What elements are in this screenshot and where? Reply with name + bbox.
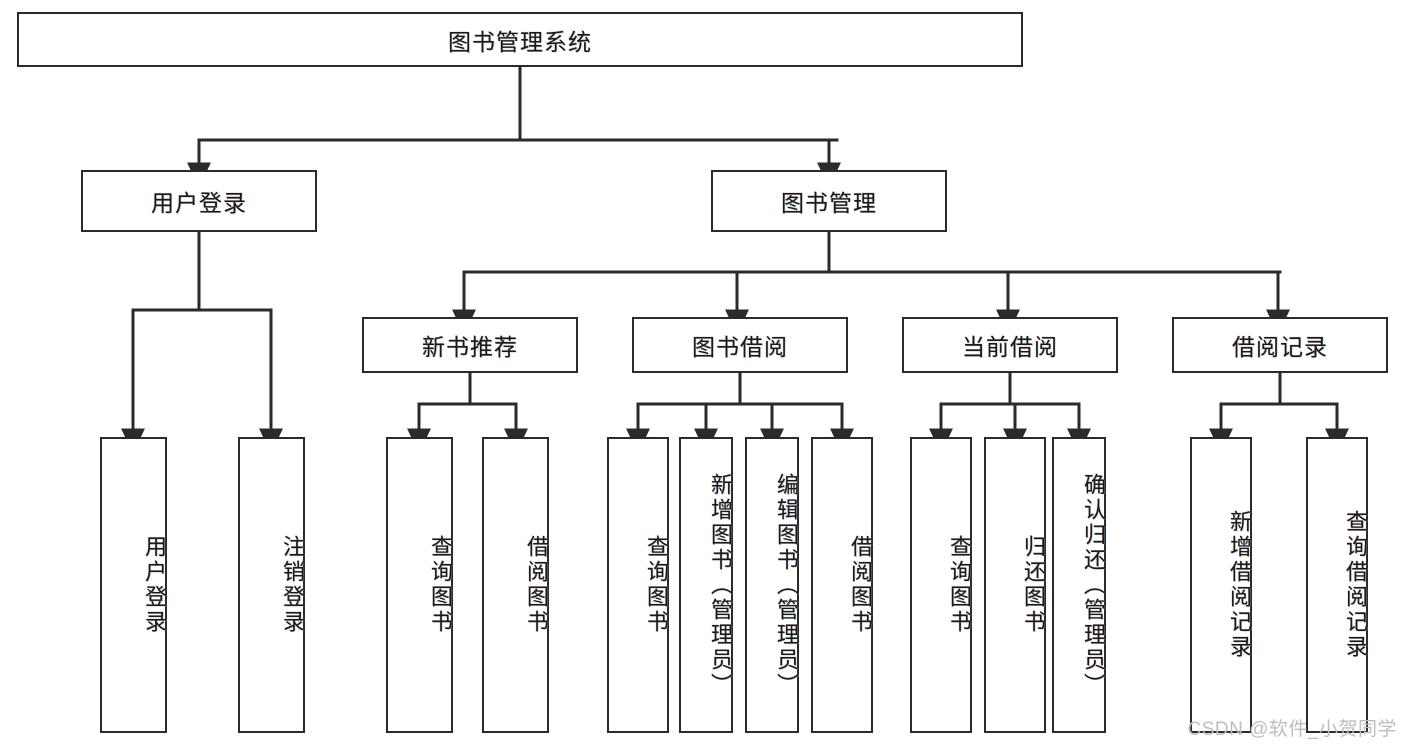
node-leaf-return-book[interactable]: 归还图书 <box>984 437 1046 733</box>
node-current-borrow[interactable]: 当前借阅 <box>902 317 1118 373</box>
node-leaf-user-logout[interactable]: 注销登录 <box>238 437 305 733</box>
node-leaf-borrow-book[interactable]: 借阅图书 <box>811 437 873 733</box>
node-leaf-query-book-borrow[interactable]: 查询图书 <box>607 437 669 733</box>
node-new-book-recommend[interactable]: 新书推荐 <box>362 317 578 373</box>
node-leaf-add-book-admin[interactable]: 新增图书（管理员） <box>679 437 733 733</box>
node-leaf-query-borrow-record[interactable]: 查询借阅记录 <box>1306 437 1368 733</box>
node-root[interactable]: 图书管理系统 <box>17 12 1023 67</box>
node-leaf-borrow-book-rec[interactable]: 借阅图书 <box>482 437 549 733</box>
node-leaf-query-book-cur[interactable]: 查询图书 <box>910 437 972 733</box>
node-leaf-query-book-rec[interactable]: 查询图书 <box>386 437 453 733</box>
node-book-manage[interactable]: 图书管理 <box>711 170 947 232</box>
csdn-watermark: CSDN @软件_小贺同学 <box>1187 719 1397 740</box>
node-leaf-confirm-return-admin[interactable]: 确认归还（管理员） <box>1052 437 1106 733</box>
node-leaf-add-borrow-record[interactable]: 新增借阅记录 <box>1190 437 1252 733</box>
node-borrow-record[interactable]: 借阅记录 <box>1172 317 1388 373</box>
node-user-login[interactable]: 用户登录 <box>81 170 317 232</box>
node-leaf-edit-book-admin[interactable]: 编辑图书（管理员） <box>745 437 799 733</box>
node-leaf-user-login[interactable]: 用户登录 <box>100 437 167 733</box>
node-book-borrow[interactable]: 图书借阅 <box>632 317 848 373</box>
